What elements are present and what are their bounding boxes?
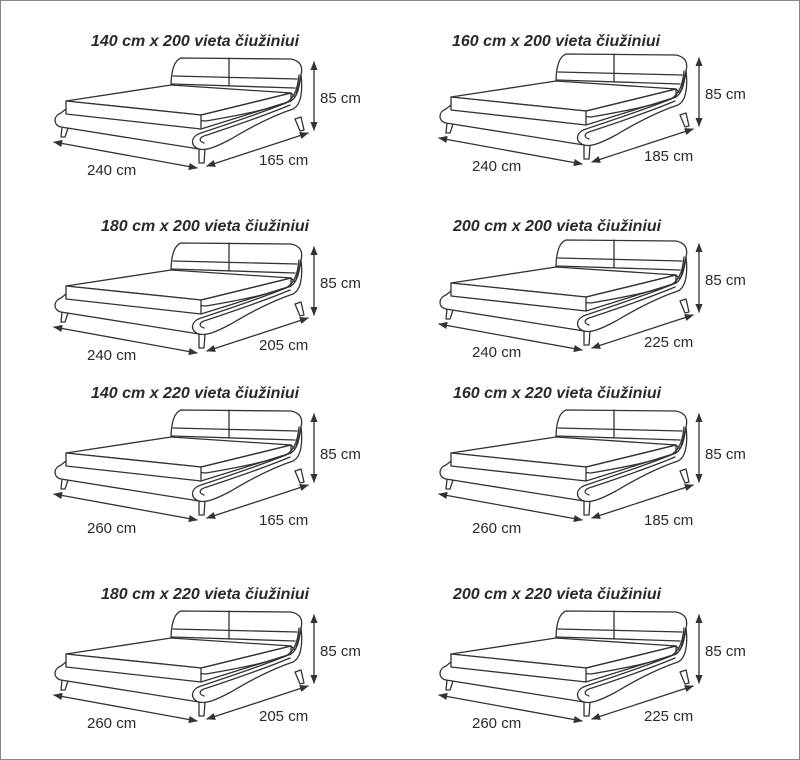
bed-cell: 180 cm x 200 vieta čiužiniui 240 cm 205 …	[54, 218, 361, 364]
width-label: 205 cm	[259, 708, 308, 725]
height-label: 85 cm	[320, 275, 361, 292]
bed-title: 160 cm x 200 vieta čiužiniui	[452, 33, 661, 50]
length-label: 240 cm	[87, 162, 136, 179]
width-label: 225 cm	[644, 334, 693, 351]
length-label: 260 cm	[472, 715, 521, 732]
width-label: 165 cm	[259, 512, 308, 529]
bed-title: 160 cm x 220 vieta čiužiniui	[453, 385, 662, 402]
length-label: 240 cm	[87, 347, 136, 364]
bed-drawing	[439, 611, 699, 721]
width-label: 185 cm	[644, 148, 693, 165]
width-label: 225 cm	[644, 708, 693, 725]
bed-cell: 200 cm x 200 vieta čiužiniui 240 cm 225 …	[439, 218, 746, 361]
height-label: 85 cm	[320, 643, 361, 660]
bed-cell: 140 cm x 220 vieta čiužiniui 260 cm 165 …	[54, 385, 361, 537]
bed-title: 200 cm x 220 vieta čiužiniui	[452, 586, 662, 603]
width-label: 165 cm	[259, 152, 308, 169]
height-label: 85 cm	[705, 643, 746, 660]
height-label: 85 cm	[320, 446, 361, 463]
length-label: 260 cm	[87, 520, 136, 537]
height-label: 85 cm	[705, 86, 746, 103]
length-label: 240 cm	[472, 344, 521, 361]
height-label: 85 cm	[705, 272, 746, 289]
bed-drawing	[54, 410, 314, 520]
bed-cell: 160 cm x 200 vieta čiužiniui 240 cm 185 …	[439, 33, 746, 175]
bed-title: 200 cm x 200 vieta čiužiniui	[452, 218, 662, 235]
bed-cell: 160 cm x 220 vieta čiužiniui 260 cm 185 …	[439, 385, 746, 537]
bed-cell: 200 cm x 220 vieta čiužiniui 260 cm 225 …	[439, 586, 746, 732]
bed-drawing	[54, 611, 314, 721]
height-label: 85 cm	[320, 90, 361, 107]
length-label: 260 cm	[87, 715, 136, 732]
width-label: 185 cm	[644, 512, 693, 529]
bed-title: 180 cm x 220 vieta čiužiniui	[101, 586, 310, 603]
length-label: 240 cm	[472, 158, 521, 175]
bed-title: 140 cm x 200 vieta čiužiniui	[91, 33, 300, 50]
length-label: 260 cm	[472, 520, 521, 537]
bed-cell: 140 cm x 200 vieta čiužiniui 240 cm 165 …	[54, 33, 361, 179]
height-label: 85 cm	[705, 446, 746, 463]
bed-cell: 180 cm x 220 vieta čiužiniui 260 cm 205 …	[54, 586, 361, 732]
bed-title: 180 cm x 200 vieta čiužiniui	[101, 218, 310, 235]
bed-drawing	[439, 410, 699, 520]
width-label: 205 cm	[259, 337, 308, 354]
bed-title: 140 cm x 220 vieta čiužiniui	[91, 385, 300, 402]
